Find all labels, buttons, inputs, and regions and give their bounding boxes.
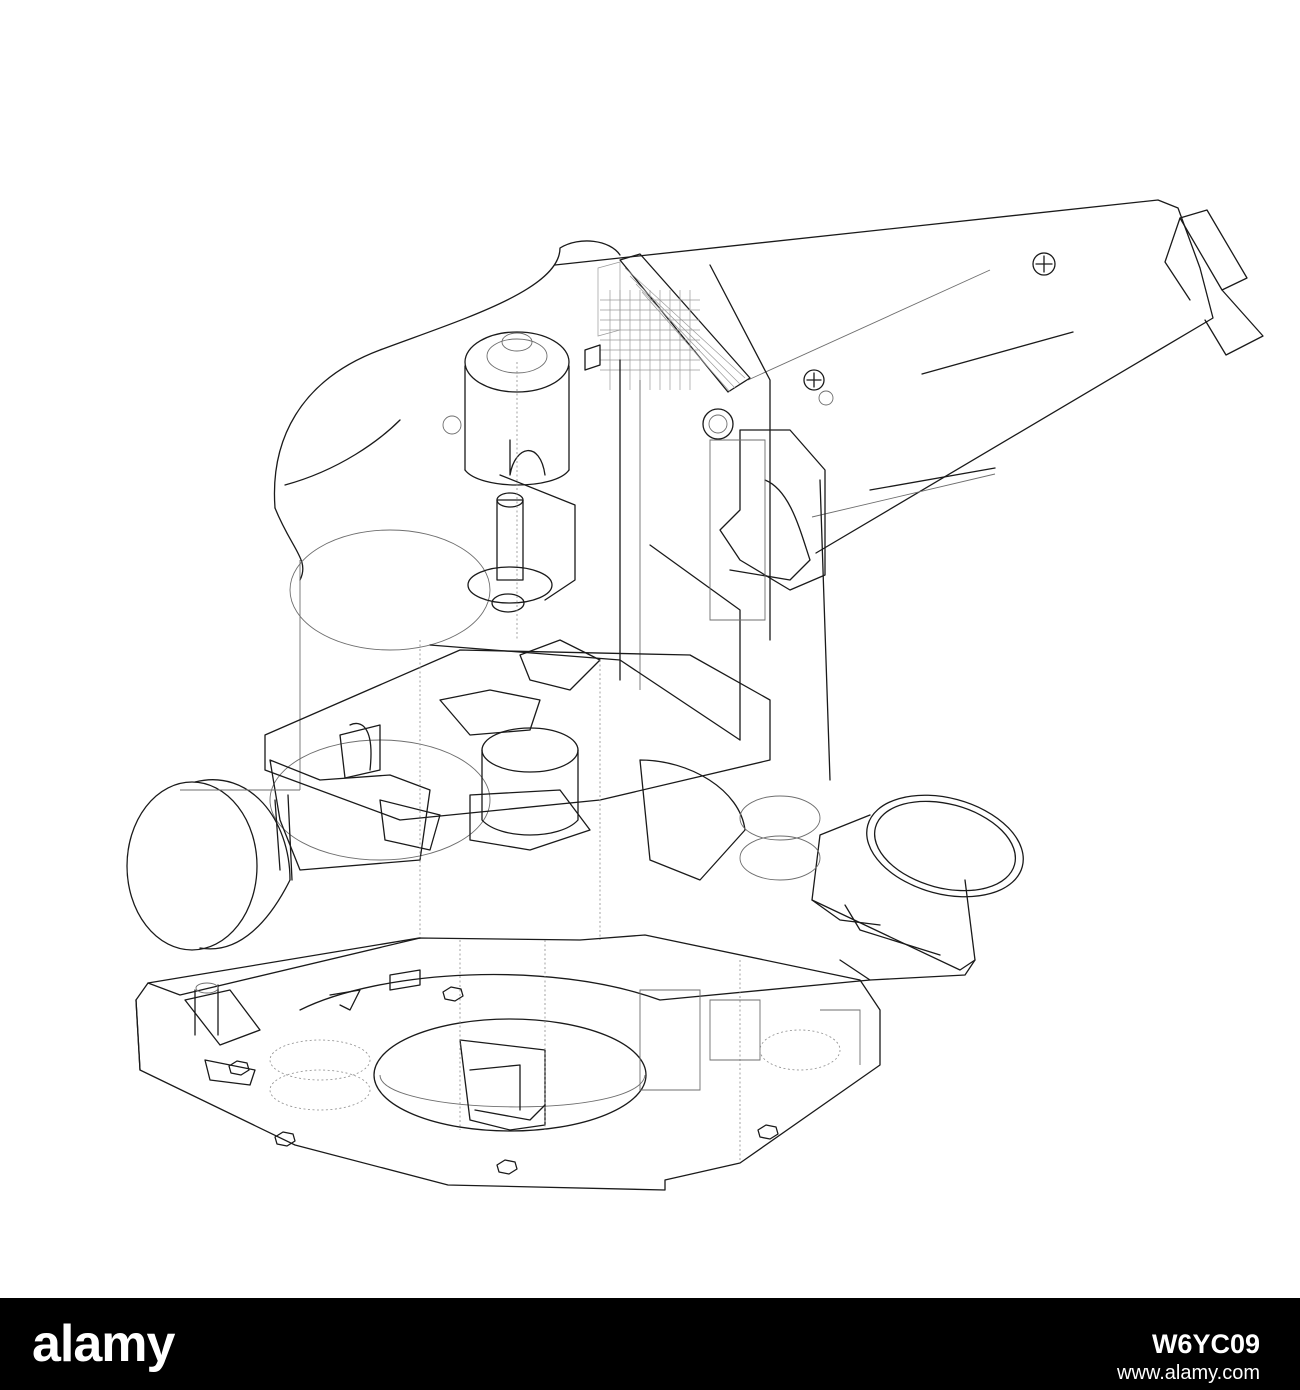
base-plate — [135, 934, 976, 1191]
wireframe-drawing — [126, 199, 1264, 1191]
wireframe-svg — [126, 199, 1264, 1191]
motor-housing — [269, 240, 831, 861]
footer-url: www.alamy.com — [1117, 1362, 1260, 1384]
brush-holder — [442, 331, 601, 640]
alamy-logo: alamy — [32, 1315, 175, 1373]
cooling-vent — [597, 253, 751, 440]
watermark-footer — [0, 1298, 1300, 1390]
image-id-label: W6YC09 — [1151, 1329, 1260, 1359]
dust-port — [739, 794, 1024, 971]
fan-section — [264, 639, 771, 940]
handle — [554, 199, 1264, 554]
left-knob — [126, 779, 300, 951]
